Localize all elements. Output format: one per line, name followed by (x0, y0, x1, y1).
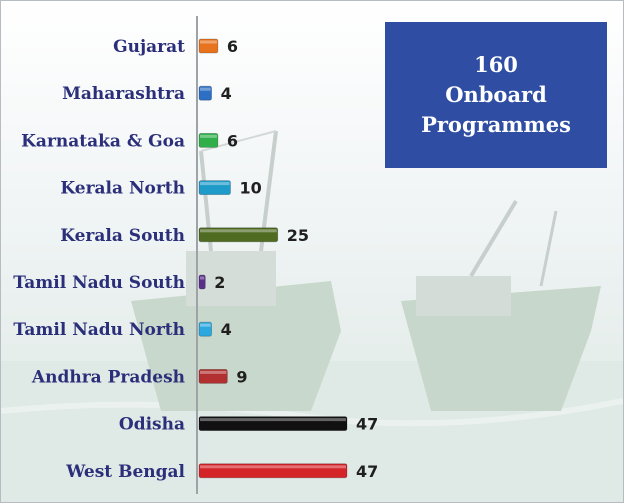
total-programmes-callout: 160 Onboard Programmes (385, 22, 607, 168)
bar-karnataka-goa (198, 132, 219, 148)
bar-maharashtra (198, 85, 212, 101)
bar-tamil-nadu-north (198, 321, 212, 337)
value-label: 4 (221, 320, 232, 339)
value-label: 4 (221, 84, 232, 103)
callout-line-onboard: Onboard (445, 82, 547, 107)
value-label: 47 (356, 415, 378, 434)
bar-highlight (200, 229, 277, 233)
bar-highlight (200, 182, 230, 186)
value-label: 47 (356, 462, 378, 481)
value-label: 10 (239, 179, 261, 198)
category-label: Andhra Pradesh (31, 367, 185, 387)
bar-highlight (200, 370, 227, 374)
bar-highlight (200, 418, 346, 422)
value-label: 25 (287, 226, 309, 245)
category-label: Odisha (119, 415, 185, 435)
bar-highlight (200, 134, 217, 138)
category-label: Maharashtra (62, 84, 185, 104)
bar-kerala-south (198, 227, 279, 243)
category-label: Karnataka & Goa (21, 131, 185, 151)
bar-andhra-pradesh (198, 368, 228, 384)
callout-number: 160 (474, 52, 518, 77)
category-label: Gujarat (113, 37, 185, 57)
bar-west-bengal (198, 463, 348, 479)
bar-highlight (200, 276, 205, 280)
category-label: West Bengal (65, 462, 185, 482)
category-label: Tamil Nadu North (13, 320, 185, 340)
bar-highlight (200, 323, 211, 327)
bar-highlight (200, 40, 217, 44)
bar-odisha (198, 416, 348, 432)
category-label: Tamil Nadu South (13, 273, 185, 293)
bar-highlight (200, 87, 211, 91)
bar-kerala-north (198, 180, 231, 196)
value-label: 6 (227, 131, 238, 150)
callout-line-programmes: Programmes (421, 112, 571, 137)
bar-tamil-nadu-south (198, 274, 206, 290)
category-label: Kerala North (60, 179, 185, 199)
bar-gujarat (198, 38, 219, 54)
value-label: 2 (214, 273, 225, 292)
bar-highlight (200, 465, 346, 469)
category-label: Kerala South (60, 226, 185, 246)
value-label: 9 (236, 367, 247, 386)
value-label: 6 (227, 37, 238, 56)
